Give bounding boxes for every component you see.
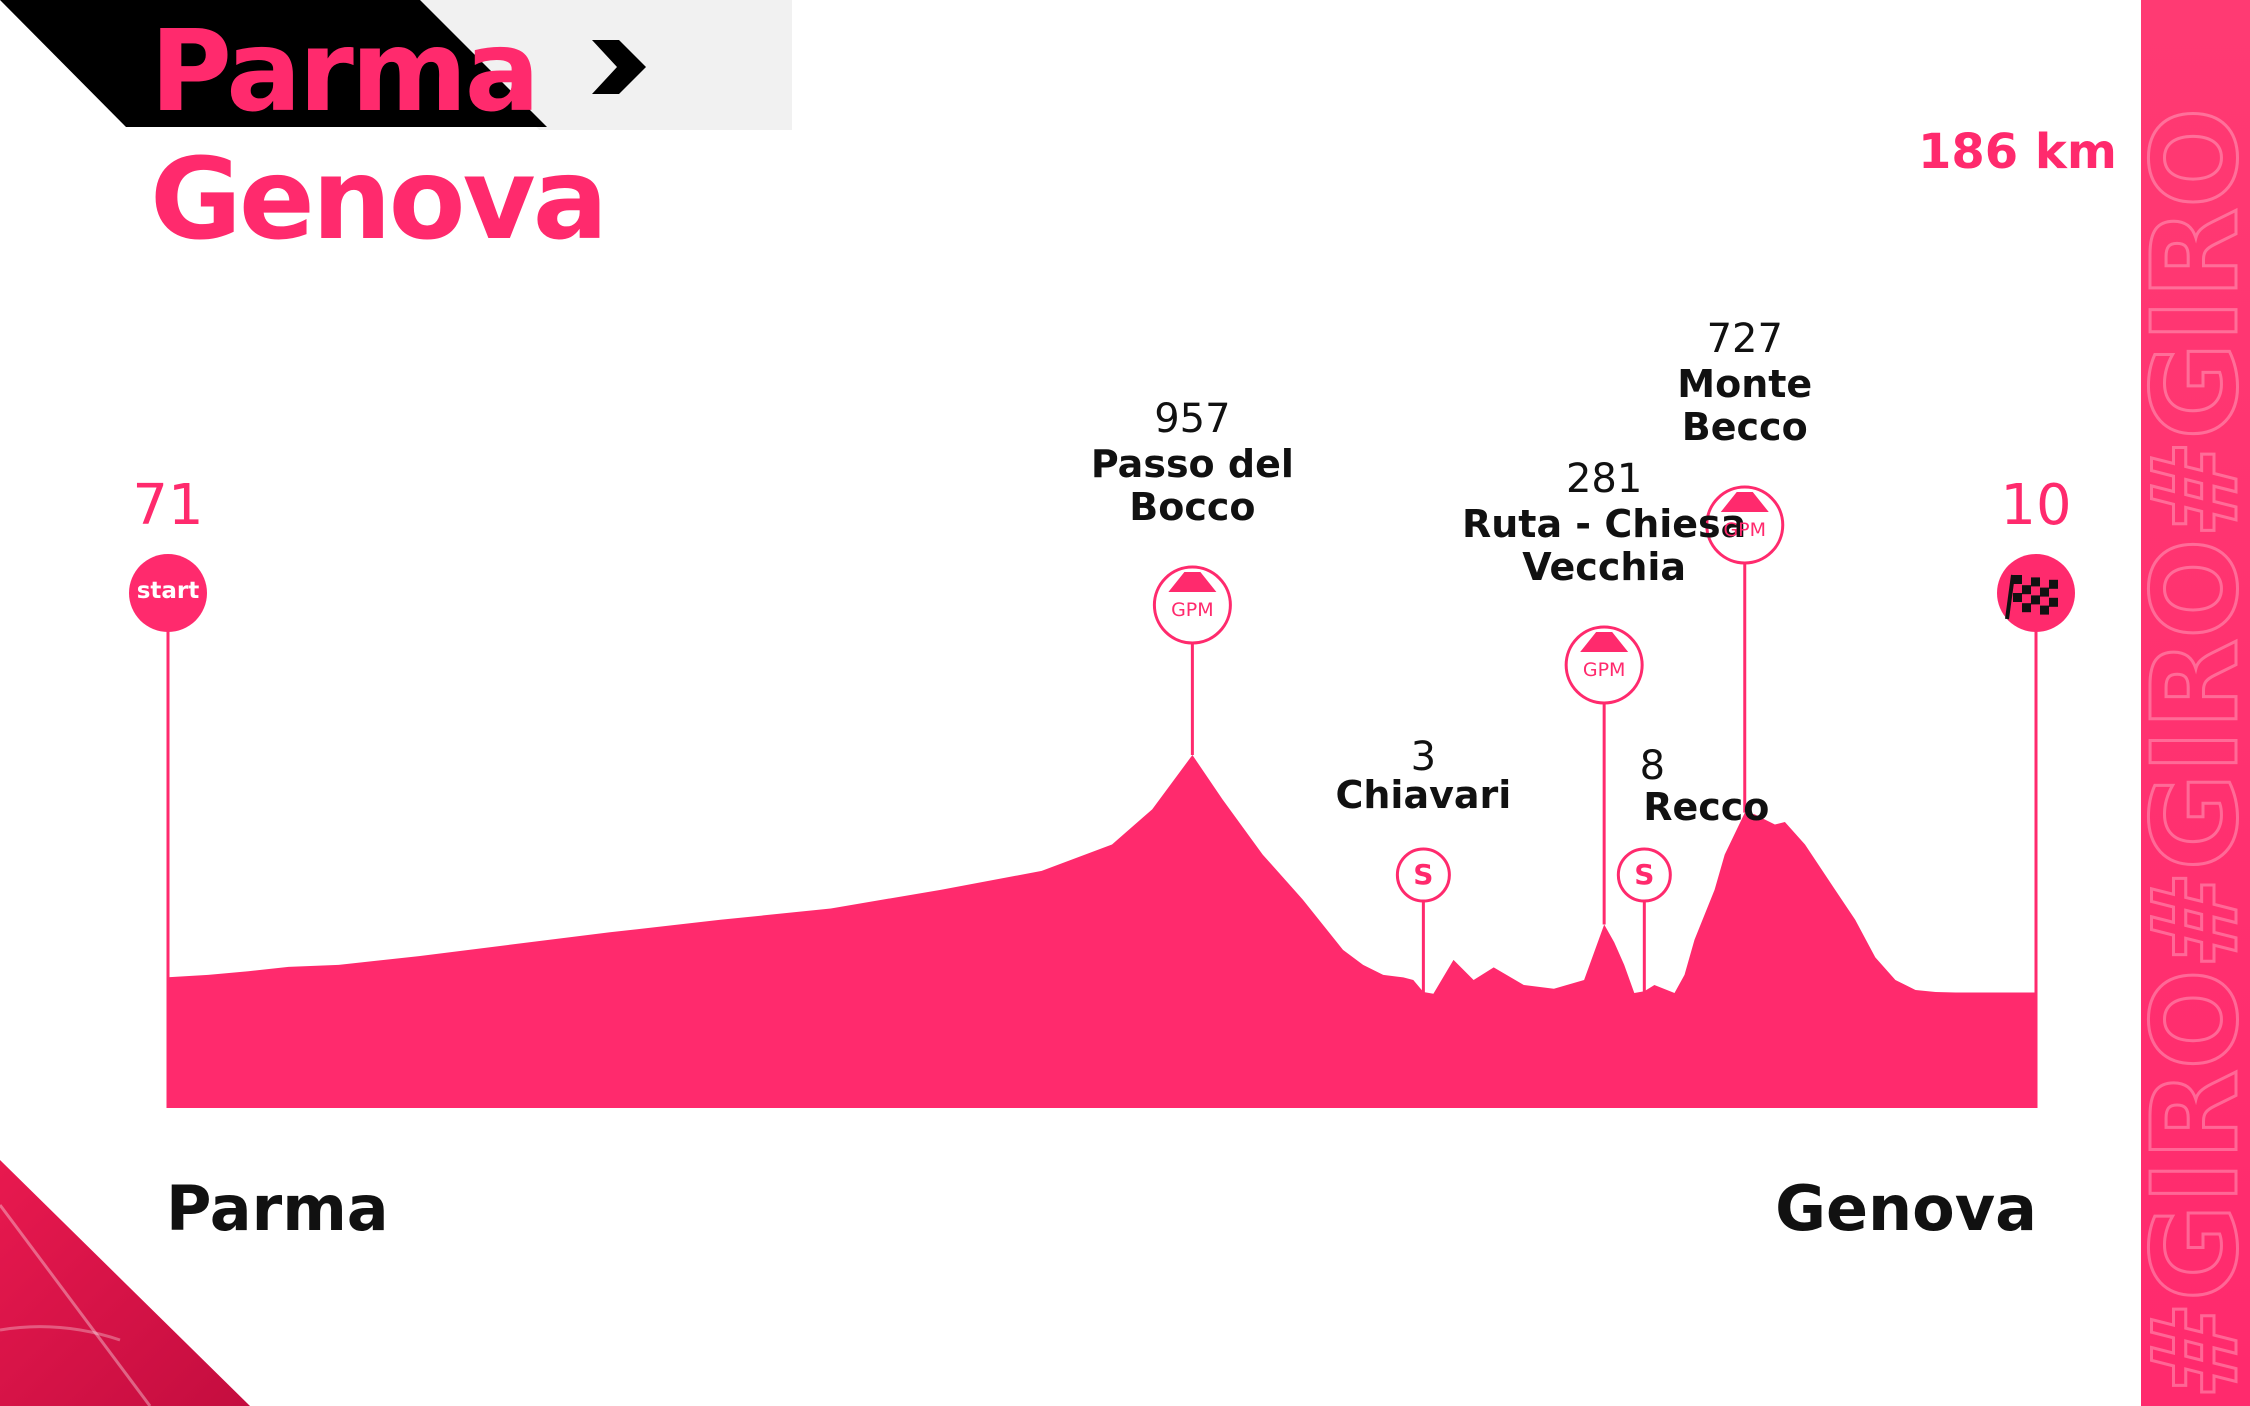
finish-flag-icon xyxy=(2040,587,2049,597)
elevation-profile-area xyxy=(168,755,2036,1108)
climb-name: Ruta - Chiesa Vecchia xyxy=(1461,502,1747,589)
bottom-left-corner-shape xyxy=(0,1160,250,1406)
gpm-badge-label: GPM xyxy=(1582,659,1626,681)
finish-flag-icon xyxy=(2040,605,2049,615)
chart-markers xyxy=(129,485,2075,1108)
difficulty-banner-bg xyxy=(0,0,547,127)
start-place-label: Parma xyxy=(166,1172,389,1245)
climb-altitude: 727 xyxy=(1706,316,1783,362)
climb-altitude: 957 xyxy=(1154,396,1231,442)
corner-stripe xyxy=(0,1204,152,1406)
finish-flag-icon xyxy=(2049,597,2058,607)
gpm-mountain-icon xyxy=(1720,492,1769,512)
sprint-name: Chiavari xyxy=(1335,773,1512,817)
start-badge-icon xyxy=(129,554,207,632)
finish-flag-icon xyxy=(2013,593,2022,602)
finish-flag-icon xyxy=(2022,603,2031,613)
sprint-badge-label: S xyxy=(1413,858,1434,891)
sprint-icon xyxy=(1395,847,1451,903)
start-badge-label: start xyxy=(136,578,200,604)
start-altitude: 71 xyxy=(132,473,204,538)
gpm-mountain-icon xyxy=(1168,572,1217,592)
rating-banner xyxy=(0,0,792,130)
sprint-altitude: 8 xyxy=(1639,743,1666,789)
sprint-badge-label: S xyxy=(1634,858,1655,891)
finish-flag-icon xyxy=(2031,595,2040,605)
finish-badge xyxy=(1997,554,2075,632)
climb-name: Passo del Bocco xyxy=(1090,442,1294,529)
gpm-badge-label: GPM xyxy=(1723,519,1767,541)
finish-flag-icon xyxy=(2049,579,2058,589)
gpm-mountain-icon xyxy=(1580,632,1629,652)
finish-flag-icon xyxy=(2013,575,2022,584)
finish-flag-pole xyxy=(2005,574,2015,620)
sprint-icon xyxy=(1616,847,1672,903)
difficulty-stars: ★★★★☆ xyxy=(1455,125,1737,190)
finish-flag-icon xyxy=(2031,577,2040,587)
stage-distance: 186 km xyxy=(1918,124,2117,180)
gpm-badge-label: GPM xyxy=(1171,599,1214,621)
sprint-altitude: 3 xyxy=(1410,734,1437,780)
climb-altitude: 281 xyxy=(1565,456,1643,502)
climb-name: Monte Becco xyxy=(1677,362,1813,449)
sprint-name: Recco xyxy=(1643,785,1770,829)
giro-watermark: #GIRO#GIRO#GIRO xyxy=(2126,108,2250,1400)
chevron-right-icon xyxy=(592,40,646,94)
end-place-label: Genova xyxy=(1775,1172,2037,1245)
finish-altitude: 10 xyxy=(2000,473,2072,538)
title-end-city: Genova xyxy=(150,135,608,265)
title-start-city: Parma xyxy=(150,7,540,137)
finish-flag-icon xyxy=(2022,585,2031,595)
right-brand-band xyxy=(2141,0,2250,1406)
corner-arc xyxy=(0,1325,121,1342)
